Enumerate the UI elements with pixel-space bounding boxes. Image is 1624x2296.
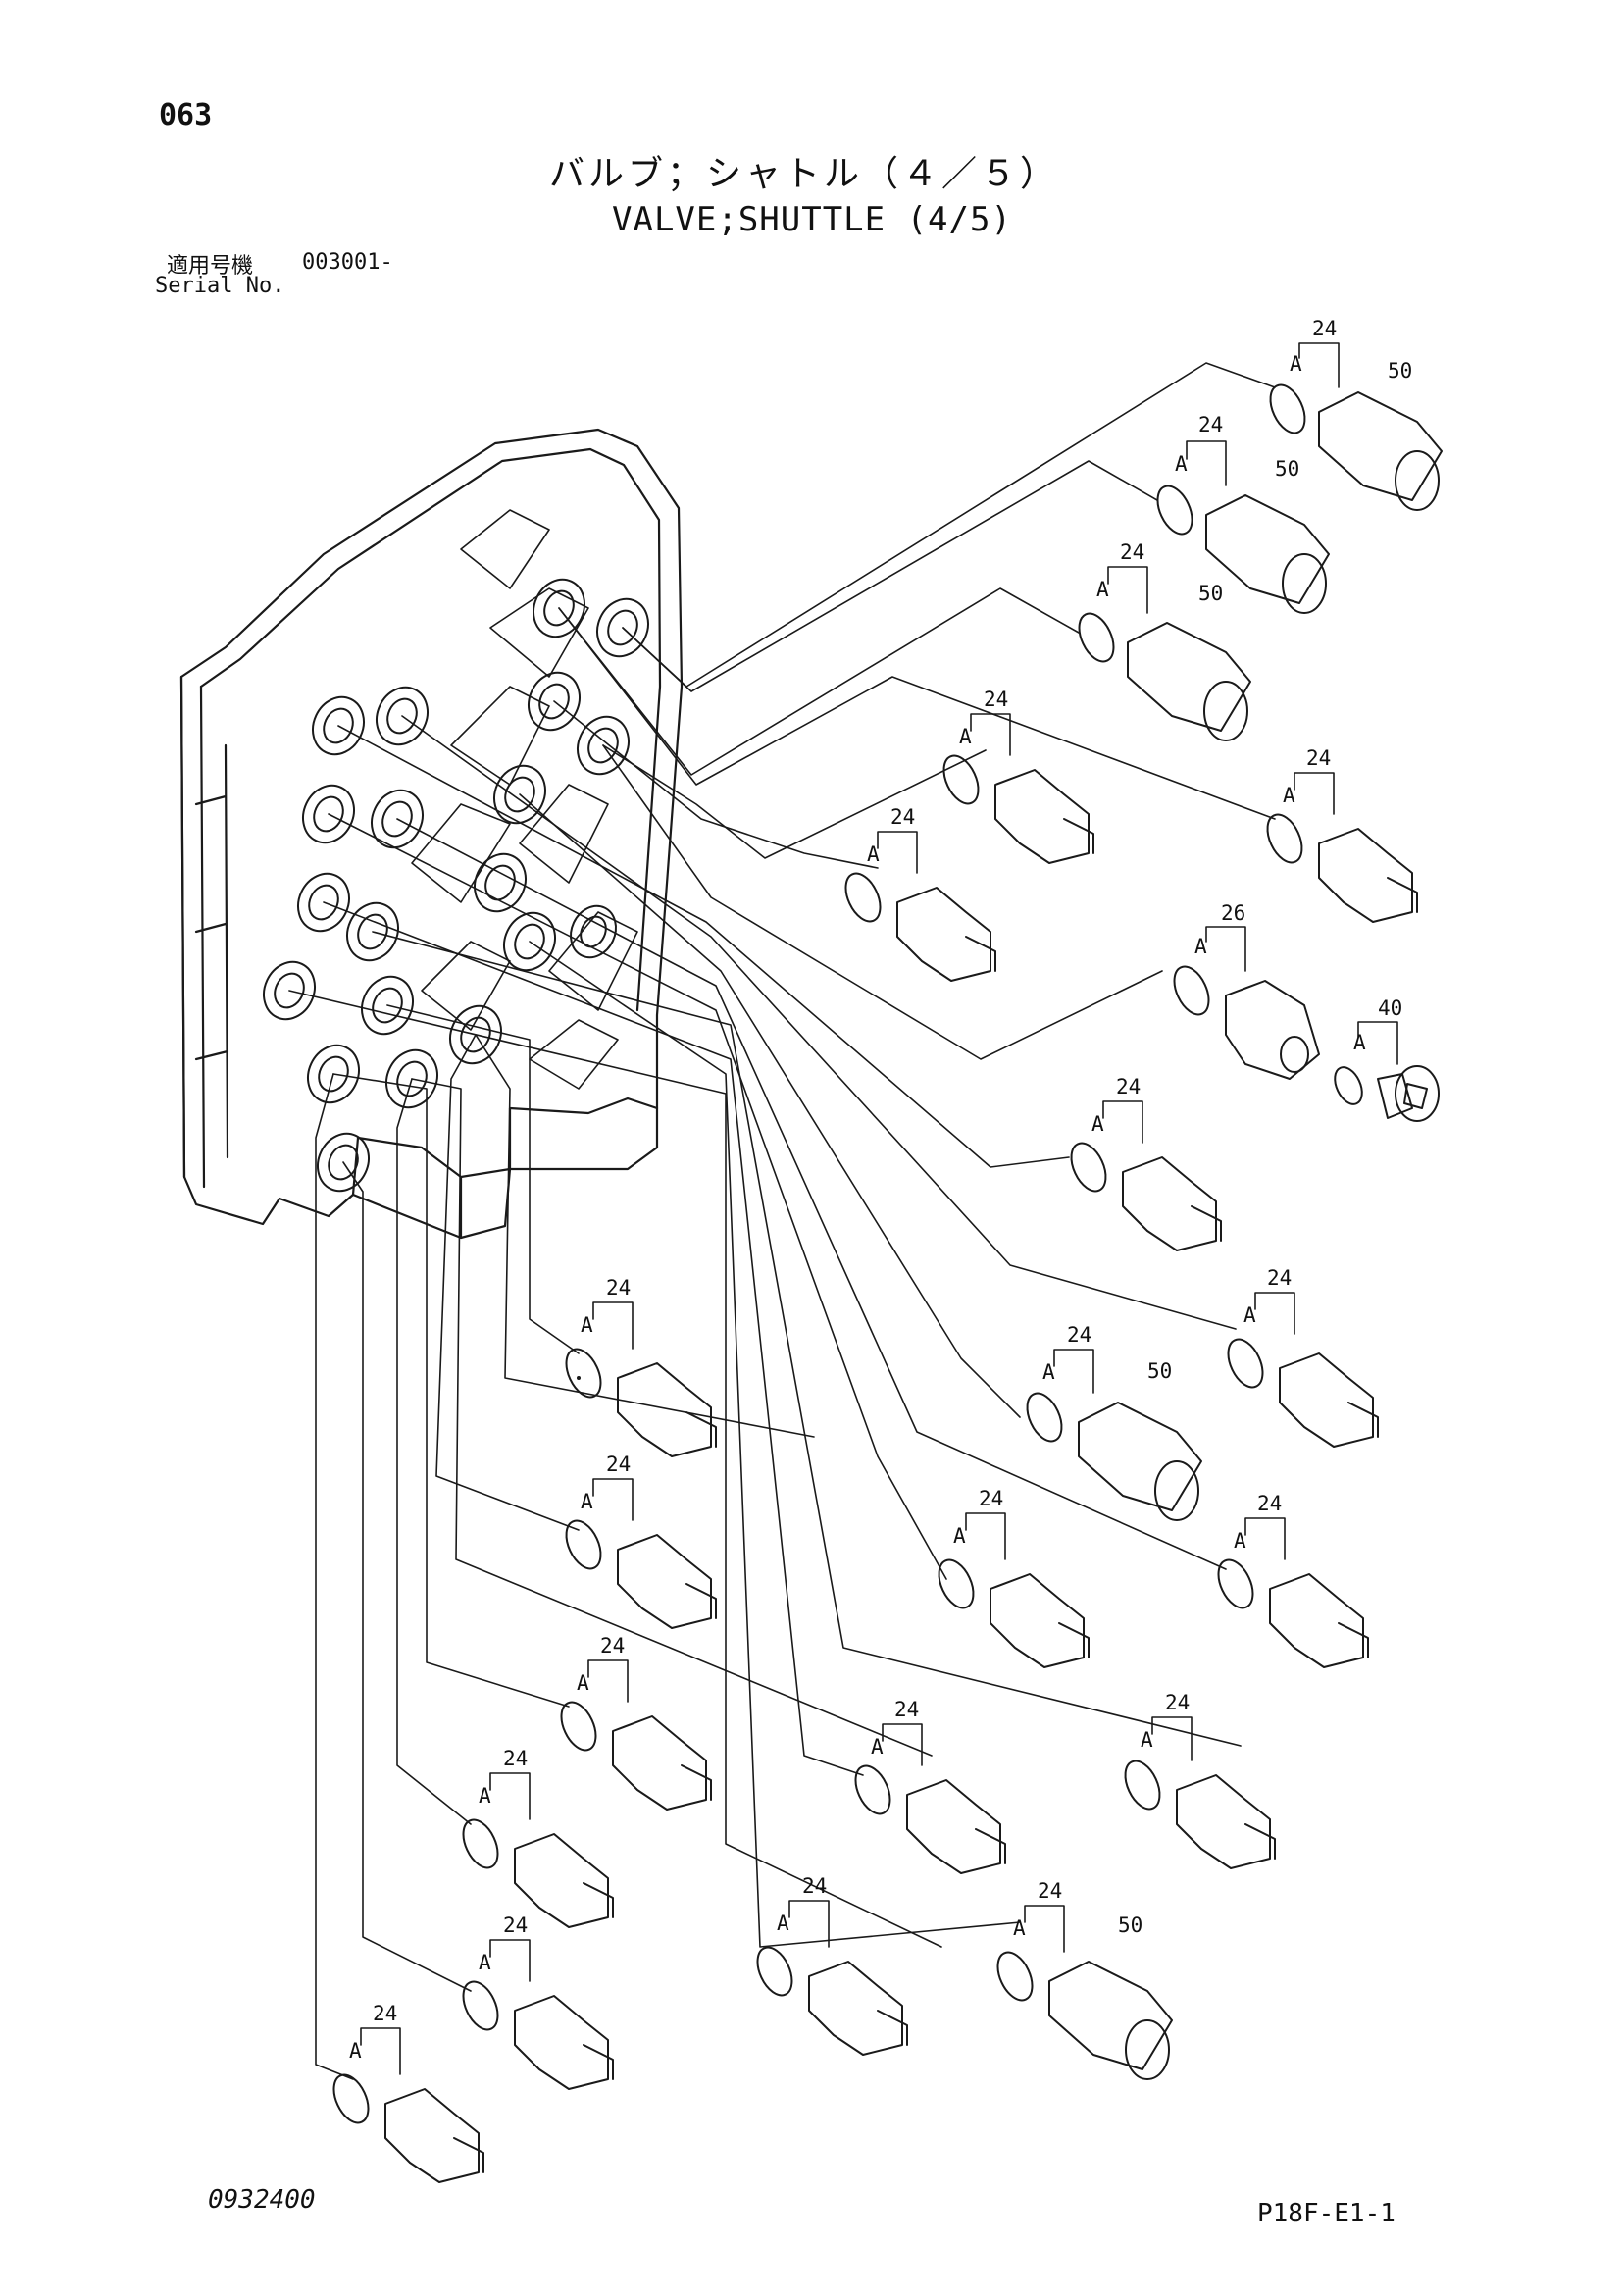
fitting-union-14 <box>1217 1558 1369 1668</box>
callout-50: 50 <box>1275 457 1299 481</box>
callout-a: A <box>1042 1360 1055 1384</box>
fitting-cap-8 <box>1334 1065 1440 1122</box>
callout-24: 24 <box>979 1487 1003 1510</box>
callout-24: 24 <box>1165 1691 1190 1714</box>
callout-a: A <box>1175 452 1188 476</box>
fitting-union-5 <box>1266 813 1418 923</box>
callout-24: 24 <box>606 1276 631 1300</box>
callout-24: 24 <box>1067 1323 1091 1347</box>
valve-body-flange <box>179 675 229 1189</box>
callout-50: 50 <box>1198 582 1223 605</box>
callout-a: A <box>1096 578 1109 601</box>
fitting-plug-2 <box>1156 485 1330 614</box>
title-english: VALVE;SHUTTLE (4/5) <box>612 200 1012 239</box>
fitting-union-23 <box>332 2073 484 2183</box>
fitting-plug-11 <box>1026 1392 1202 1521</box>
fitting-adapter-7 <box>1173 965 1320 1080</box>
callout-24: 24 <box>1257 1492 1282 1515</box>
callout-a: A <box>349 2039 362 2063</box>
fitting-union-16 <box>560 1701 712 1811</box>
callout-40: 40 <box>1378 996 1402 1020</box>
fitting-union-15 <box>565 1519 717 1629</box>
callout-a: A <box>1194 935 1207 958</box>
callout-a: A <box>479 1784 491 1808</box>
sheet-code: P18F-E1-1 <box>1257 2199 1396 2228</box>
callout-50: 50 <box>1118 1913 1142 1937</box>
fitting-union-10 <box>1227 1338 1379 1448</box>
serial-label-japanese: 適用号機 <box>167 254 254 279</box>
page-number: 063 <box>159 98 213 132</box>
valve-body-rim <box>199 447 662 1012</box>
callout-24: 24 <box>606 1453 631 1476</box>
callout-a: A <box>581 1490 593 1513</box>
callout-a: A <box>1141 1728 1153 1752</box>
serial-label-english: Serial No. <box>155 274 285 298</box>
callout-labels: 24 A 50 24 A 50 24 A 50 24 A 24 A 24 A 2… <box>349 317 1412 2063</box>
callout-50: 50 <box>1388 359 1412 383</box>
serial-value: 003001- <box>302 250 393 275</box>
callout-24: 24 <box>503 1913 528 1937</box>
fitting-union-24 <box>577 1376 581 1380</box>
callout-a: A <box>1013 1916 1026 1940</box>
callout-24: 24 <box>373 2002 397 2025</box>
callout-a: A <box>1290 352 1302 376</box>
callout-24: 24 <box>1306 746 1331 770</box>
callout-brackets <box>360 342 1398 2075</box>
callout-a: A <box>953 1524 966 1548</box>
callout-a: A <box>871 1735 884 1759</box>
fitting-plug-22 <box>996 1951 1173 2080</box>
leader-lines <box>288 362 1276 2080</box>
valve-body-ribs <box>411 509 638 1090</box>
fitting-union-13 <box>938 1558 1090 1668</box>
fittings <box>332 383 1443 2183</box>
callout-a: A <box>1243 1303 1256 1327</box>
callout-50: 50 <box>1147 1359 1172 1383</box>
title-japanese: バルブ；シャトル（４／５） <box>549 154 1060 194</box>
callout-24: 24 <box>894 1698 919 1721</box>
callout-a: A <box>1091 1112 1104 1136</box>
fitting-union-17 <box>854 1764 1006 1874</box>
callout-24: 24 <box>1120 540 1144 564</box>
fitting-plug-3 <box>1078 612 1251 741</box>
callout-a: A <box>867 842 880 866</box>
callout-a: A <box>777 1912 789 1935</box>
callout-a: A <box>959 725 972 748</box>
callout-a: A <box>1283 784 1295 807</box>
fitting-union-19 <box>462 1818 614 1928</box>
valve-body-outline <box>179 428 684 1240</box>
drawing-code: 0932400 <box>208 2185 316 2215</box>
callout-24: 24 <box>1116 1075 1141 1098</box>
fitting-union-4 <box>942 754 1094 864</box>
callout-a: A <box>1353 1031 1366 1054</box>
callout-24: 24 <box>984 688 1008 711</box>
fitting-union-21 <box>756 1946 908 2056</box>
callout-24: 24 <box>1198 413 1223 436</box>
fitting-union-20 <box>462 1980 614 2090</box>
callout-26: 26 <box>1221 901 1245 925</box>
fitting-plug-1 <box>1269 383 1443 511</box>
fitting-union-6 <box>844 872 996 982</box>
callout-24: 24 <box>503 1747 528 1770</box>
callout-a: A <box>1234 1529 1246 1553</box>
callout-24: 24 <box>600 1634 625 1658</box>
callout-24: 24 <box>802 1874 827 1898</box>
fitting-union-12 <box>565 1348 717 1457</box>
callout-a: A <box>479 1951 491 1974</box>
callout-a: A <box>577 1671 589 1695</box>
valve-ports <box>263 578 649 1193</box>
fitting-union-18 <box>1124 1760 1276 1869</box>
callout-24: 24 <box>1267 1266 1292 1290</box>
callout-24: 24 <box>890 805 915 829</box>
callout-24: 24 <box>1312 317 1337 340</box>
fitting-union-9 <box>1070 1142 1222 1251</box>
callout-a: A <box>581 1313 593 1337</box>
callout-24: 24 <box>1038 1879 1062 1903</box>
